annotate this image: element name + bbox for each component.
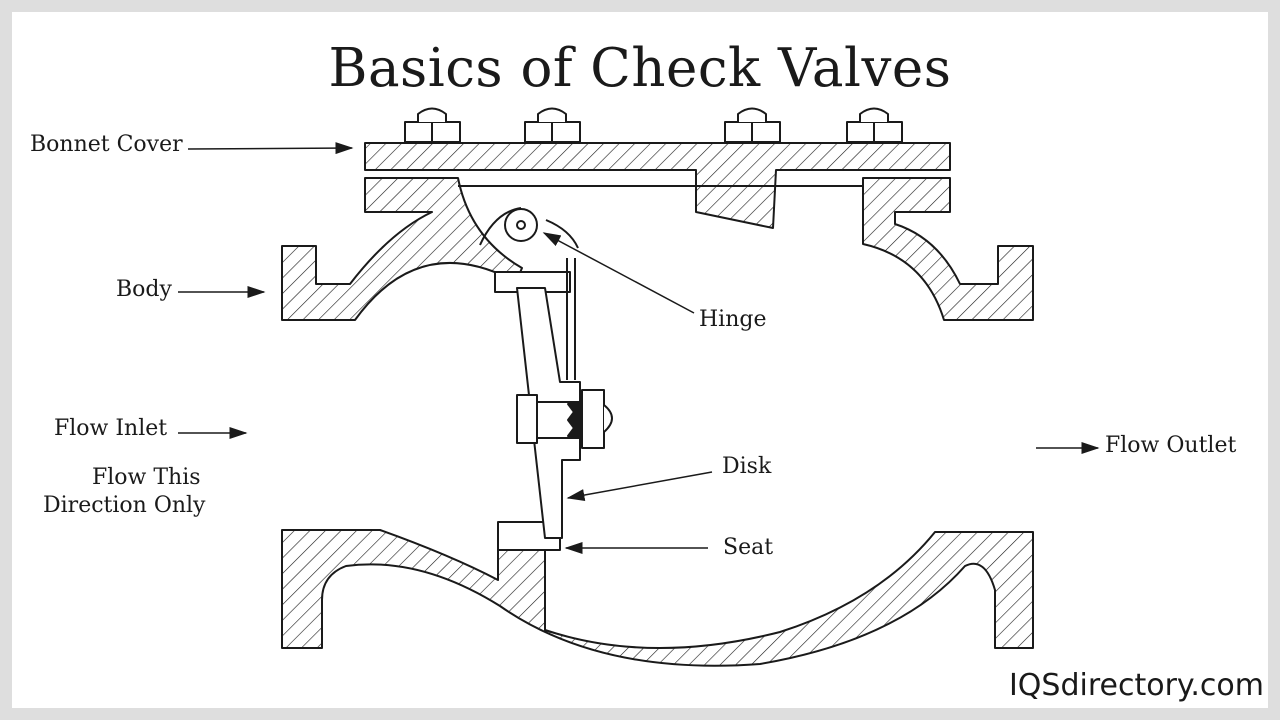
body-upper-right — [862, 177, 1034, 321]
bonnet-bolt — [404, 107, 461, 143]
bonnet-cover-pointer — [187, 142, 354, 155]
label-hinge: Hinge — [699, 307, 767, 332]
diagram-title: Basics of Check Valves — [328, 38, 952, 99]
bonnet-bolt — [846, 107, 903, 143]
label-flow-direction-1: Flow This — [92, 465, 201, 490]
label-body: Body — [116, 277, 172, 302]
body-lower — [281, 529, 1034, 667]
hinge-pointer — [542, 232, 695, 314]
bonnet-bolt — [724, 107, 781, 143]
label-bonnet-cover: Bonnet Cover — [30, 132, 183, 157]
bonnet-bolt — [524, 107, 581, 143]
label-flow-direction-2: Direction Only — [43, 493, 206, 518]
bonnet-cover-shape — [364, 142, 951, 229]
brand-watermark: IQSdirectory.com — [1008, 668, 1264, 703]
label-seat: Seat — [723, 535, 774, 560]
label-disk: Disk — [722, 454, 772, 479]
label-flow-inlet: Flow Inlet — [54, 416, 168, 441]
body-upper-left — [281, 177, 523, 321]
label-flow-outlet: Flow Outlet — [1105, 433, 1237, 458]
disk-pointer — [566, 471, 713, 501]
